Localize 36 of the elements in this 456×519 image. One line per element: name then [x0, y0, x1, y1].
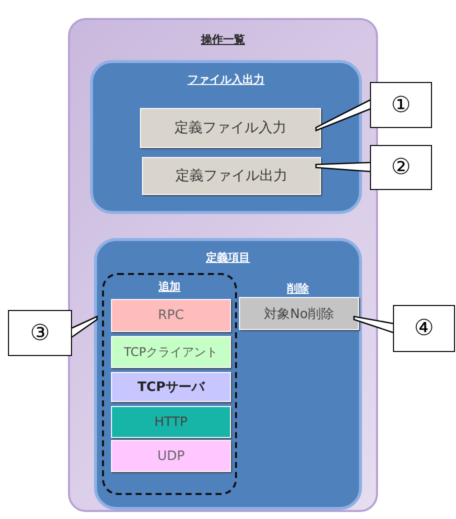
- item-label: 対象No削除: [264, 306, 334, 322]
- column-heading: 削除: [287, 281, 309, 296]
- callout-box: [370, 145, 432, 190]
- menu-item: [111, 336, 231, 368]
- callout-pointer: [315, 162, 371, 172]
- item-label: RPC: [158, 308, 184, 323]
- item-label: 定義ファイル出力: [176, 167, 288, 185]
- panel-title: 操作一覧: [201, 32, 245, 47]
- section-heading: 定義項目: [206, 250, 250, 265]
- callout-pointer: [353, 316, 394, 334]
- menu-item: [111, 406, 231, 438]
- section-heading: ファイル入出力: [188, 72, 264, 87]
- callout-number: ④: [414, 316, 434, 341]
- callout-pointer: [71, 315, 98, 338]
- section-panel: [90, 60, 362, 214]
- callout-box: [370, 82, 432, 128]
- section-panel: [94, 238, 362, 510]
- callout-number: ③: [30, 320, 50, 346]
- menu-item: [111, 440, 231, 472]
- menu-item: [111, 372, 231, 402]
- callout-number: ②: [391, 155, 411, 180]
- menu-item: [140, 108, 321, 148]
- item-label: 定義ファイル入力: [174, 119, 286, 137]
- callout-number: ①: [391, 92, 411, 118]
- item-label: HTTP: [154, 414, 188, 430]
- callout-box: [393, 305, 455, 352]
- item-label: TCPサーバ: [138, 379, 204, 396]
- panel: [68, 18, 378, 512]
- callout-pointer: [315, 99, 371, 132]
- dashed-group: [102, 273, 237, 495]
- group-heading: 追加: [158, 279, 180, 294]
- item-label: UDP: [157, 448, 185, 464]
- menu-item: [142, 157, 321, 195]
- menu-item: [239, 297, 359, 330]
- menu-item: [111, 299, 231, 332]
- item-label: TCPクライアント: [124, 344, 218, 360]
